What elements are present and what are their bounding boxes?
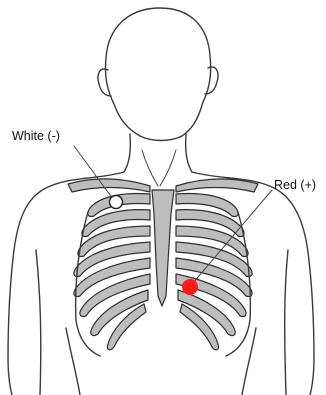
rib-cage-right — [176, 194, 252, 356]
white-leader-line — [74, 146, 113, 199]
head-outline — [98, 8, 218, 141]
white-electrode — [110, 196, 123, 209]
red-electrode-label: Red (+) — [274, 178, 316, 192]
neck-outline — [124, 134, 192, 186]
red-electrode — [183, 280, 198, 295]
white-electrode-callout: White (-) — [12, 129, 123, 209]
rib-cage-left — [74, 194, 150, 356]
sternum — [152, 190, 174, 306]
white-electrode-label: White (-) — [12, 129, 60, 143]
